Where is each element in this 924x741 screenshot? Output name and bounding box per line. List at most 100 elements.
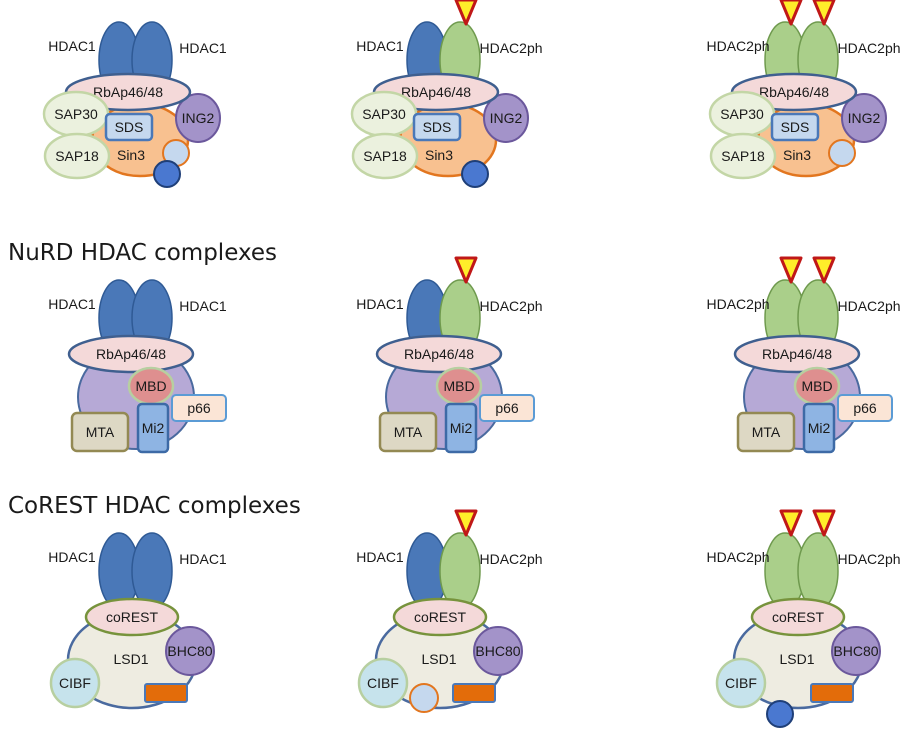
phosphorylation-marker	[779, 0, 803, 26]
sap30-label: SAP30	[720, 106, 764, 122]
bhc80-label: BHC80	[167, 643, 212, 659]
sap30-label: SAP30	[362, 106, 406, 122]
mi2-label: Mi2	[808, 420, 831, 436]
hdac-right-label: HDAC2ph	[837, 551, 900, 567]
sds-subunit	[412, 112, 462, 142]
ing2-label: ING2	[848, 110, 881, 126]
hdac-right-label: HDAC2ph	[837, 298, 900, 314]
bhc80-label: BHC80	[833, 643, 878, 659]
sap18-subunit	[351, 132, 419, 180]
cibf-label: CIBF	[367, 675, 399, 691]
rbap-label: RbAp46/48	[93, 84, 163, 100]
mta-subunit	[378, 411, 438, 453]
mbd-label: MBD	[801, 378, 832, 394]
sap18-label: SAP18	[363, 148, 407, 164]
hdac-right-label: HDAC1	[179, 40, 227, 56]
hdac-right-label: HDAC1	[179, 551, 227, 567]
sin3-label: Sin3	[783, 147, 811, 163]
orange-block	[144, 683, 188, 703]
mta-subunit	[736, 411, 796, 453]
hdac-right-label: HDAC1	[179, 298, 227, 314]
ing2-subunit	[175, 93, 221, 143]
corest-label: coREST	[772, 609, 825, 625]
hdac-right-label: HDAC2ph	[837, 40, 900, 56]
p66-subunit	[837, 394, 893, 422]
small-light-circle	[828, 139, 856, 167]
mi2-label: Mi2	[142, 420, 165, 436]
mta-label: MTA	[752, 424, 781, 440]
mta-label: MTA	[394, 424, 423, 440]
mi2-subunit	[802, 402, 836, 454]
rbap-label: RbAp46/48	[759, 84, 829, 100]
hdac-left-label: HDAC2ph	[706, 38, 769, 54]
mi2-label: Mi2	[450, 420, 473, 436]
mbd-label: MBD	[135, 378, 166, 394]
hdac-right-label: HDAC2ph	[479, 298, 542, 314]
cibf-label: CIBF	[59, 675, 91, 691]
hdac-left-label: HDAC2ph	[706, 549, 769, 565]
phosphorylation-marker	[812, 0, 836, 26]
hdac-right-label: HDAC2ph	[479, 40, 542, 56]
hdac-left-label: HDAC1	[48, 549, 96, 565]
cibf-subunit	[715, 657, 767, 709]
sds-subunit	[770, 112, 820, 142]
mta-label: MTA	[86, 424, 115, 440]
sds-label: SDS	[115, 119, 144, 135]
lsd1-label: LSD1	[779, 651, 814, 667]
phosphorylation-marker	[454, 509, 478, 537]
sap18-subunit	[709, 132, 777, 180]
bhc80-label: BHC80	[475, 643, 520, 659]
hdac-left-label: HDAC1	[48, 296, 96, 312]
cibf-subunit	[49, 657, 101, 709]
sap18-subunit	[43, 132, 111, 180]
ing2-label: ING2	[182, 110, 215, 126]
sds-subunit	[104, 112, 154, 142]
mbd-label: MBD	[443, 378, 474, 394]
sap18-label: SAP18	[55, 148, 99, 164]
cibf-label: CIBF	[725, 675, 757, 691]
rbap-label: RbAp46/48	[96, 346, 166, 362]
hdac-right-lobe	[797, 532, 839, 610]
small-dark-circle	[766, 700, 794, 728]
sin3-label: Sin3	[425, 147, 453, 163]
rbap-subunit	[67, 334, 195, 374]
p66-subunit	[479, 394, 535, 422]
sap30-label: SAP30	[54, 106, 98, 122]
hdac-left-label: HDAC1	[356, 38, 404, 54]
orange-block	[452, 683, 496, 703]
mta-subunit	[70, 411, 130, 453]
p66-label: p66	[853, 400, 877, 416]
small-dark-circle	[153, 160, 181, 188]
hdac-right-label: HDAC2ph	[479, 551, 542, 567]
sin3-label: Sin3	[117, 147, 145, 163]
hdac-left-label: HDAC2ph	[706, 296, 769, 312]
corest-label: coREST	[414, 609, 467, 625]
rbap-subunit	[733, 334, 861, 374]
sap18-label: SAP18	[721, 148, 765, 164]
bhc80-subunit	[165, 626, 215, 676]
corest-subunit	[392, 597, 488, 637]
phosphorylation-marker	[454, 0, 478, 26]
rbap-label: RbAp46/48	[762, 346, 832, 362]
mi2-subunit	[136, 402, 170, 454]
lsd1-label: LSD1	[113, 651, 148, 667]
nurd-section-title: NuRD HDAC complexes	[8, 240, 277, 266]
ing2-label: ING2	[490, 110, 523, 126]
hdac-left-label: HDAC1	[356, 549, 404, 565]
hdac-right-lobe	[439, 532, 481, 610]
phosphorylation-marker	[454, 256, 478, 284]
ing2-subunit	[841, 93, 887, 143]
mi2-subunit	[444, 402, 478, 454]
cibf-subunit	[357, 657, 409, 709]
rbap-label: RbAp46/48	[401, 84, 471, 100]
sds-label: SDS	[423, 119, 452, 135]
